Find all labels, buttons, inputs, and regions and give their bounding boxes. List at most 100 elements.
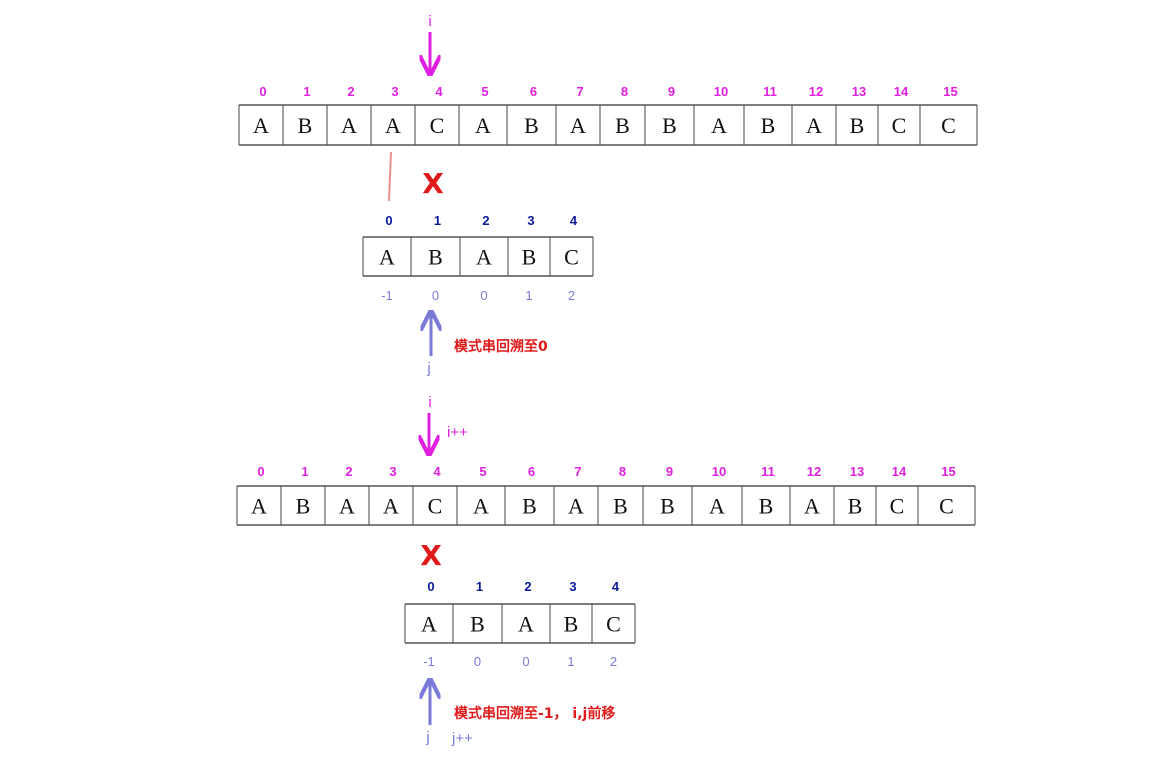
next-value: -1: [423, 654, 435, 669]
next-value: 0: [522, 654, 529, 669]
index-label: 14: [894, 84, 909, 99]
index-label: 3: [527, 213, 534, 228]
char-cell: B: [296, 494, 311, 519]
index-label: 8: [619, 464, 626, 479]
index-label: 9: [668, 84, 675, 99]
char-cell: C: [430, 113, 445, 138]
next-value: 1: [567, 654, 574, 669]
char-cell: A: [711, 113, 727, 138]
index-label: 0: [259, 84, 266, 99]
index-label: 10: [714, 84, 728, 99]
index-label: 3: [391, 84, 398, 99]
char-cell: A: [473, 494, 489, 519]
next-value: 0: [480, 288, 487, 303]
char-cell: B: [662, 113, 677, 138]
alignment-line: [388, 151, 392, 202]
index-label: 8: [621, 84, 628, 99]
i-label: i: [428, 13, 431, 30]
step-note: 模式串回溯至0: [454, 338, 548, 355]
next-value: 1: [525, 288, 532, 303]
char-cell: B: [660, 494, 675, 519]
index-label: 1: [303, 84, 310, 99]
index-label: 7: [574, 464, 581, 479]
index-label: 0: [427, 579, 434, 594]
index-label: 15: [943, 84, 957, 99]
char-cell: B: [848, 494, 863, 519]
i-label: i: [428, 394, 431, 411]
char-cell: B: [613, 494, 628, 519]
char-cell: B: [428, 245, 443, 270]
char-cell: A: [341, 113, 357, 138]
index-label: 1: [434, 213, 441, 228]
char-cell: B: [850, 113, 865, 138]
char-cell: B: [761, 113, 776, 138]
char-cell: B: [524, 113, 539, 138]
mismatch-icon: X: [422, 167, 444, 200]
step2: i i++ A0B1A2A3C4A5B6A7B8B9A10B11A12B13C1…: [236, 394, 976, 747]
index-label: 3: [569, 579, 576, 594]
index-label: 13: [850, 464, 864, 479]
char-cell: A: [806, 113, 822, 138]
char-cell: A: [421, 612, 437, 637]
index-label: 4: [435, 84, 443, 99]
index-label: 6: [528, 464, 535, 479]
index-label: 13: [852, 84, 866, 99]
char-cell: B: [470, 612, 485, 637]
index-label: 3: [389, 464, 396, 479]
index-label: 7: [576, 84, 583, 99]
char-cell: A: [709, 494, 725, 519]
char-cell: A: [804, 494, 820, 519]
char-cell: A: [385, 113, 401, 138]
index-label: 5: [479, 464, 486, 479]
step1: i A0B1A2A3C4A5B6A7B8B9A10B11A12B13C14C15…: [238, 13, 978, 377]
index-label: 5: [481, 84, 488, 99]
char-cell: C: [564, 245, 579, 270]
index-label: 2: [482, 213, 489, 228]
mismatch-icon: X: [420, 539, 442, 572]
index-label: 12: [807, 464, 821, 479]
char-cell: C: [890, 494, 905, 519]
char-cell: B: [615, 113, 630, 138]
index-label: 11: [761, 464, 775, 479]
index-label: 0: [385, 213, 392, 228]
next-value: -1: [381, 288, 393, 303]
char-cell: C: [939, 494, 954, 519]
index-label: 10: [712, 464, 726, 479]
char-cell: B: [564, 612, 579, 637]
index-label: 9: [666, 464, 673, 479]
char-cell: A: [383, 494, 399, 519]
char-cell: A: [570, 113, 586, 138]
index-label: 1: [301, 464, 308, 479]
char-cell: A: [379, 245, 395, 270]
char-cell: A: [518, 612, 534, 637]
index-label: 2: [345, 464, 352, 479]
char-cell: C: [606, 612, 621, 637]
char-cell: A: [251, 494, 267, 519]
char-cell: A: [339, 494, 355, 519]
index-label: 4: [570, 213, 578, 228]
char-cell: B: [522, 494, 537, 519]
index-label: 14: [892, 464, 907, 479]
char-cell: A: [253, 113, 269, 138]
index-label: 4: [433, 464, 441, 479]
index-label: 2: [347, 84, 354, 99]
char-cell: A: [475, 113, 491, 138]
step-note: 模式串回溯至-1， i,j前移: [454, 705, 615, 722]
index-label: 15: [941, 464, 955, 479]
char-cell: A: [476, 245, 492, 270]
char-cell: C: [428, 494, 443, 519]
index-label: 11: [763, 84, 777, 99]
index-label: 2: [524, 579, 531, 594]
char-cell: B: [522, 245, 537, 270]
j-label: j: [425, 729, 429, 746]
next-value: 0: [432, 288, 439, 303]
index-label: 6: [530, 84, 537, 99]
char-cell: B: [759, 494, 774, 519]
i-increment-label: i++: [447, 424, 468, 441]
index-label: 1: [476, 579, 483, 594]
char-cell: B: [298, 113, 313, 138]
char-cell: A: [568, 494, 584, 519]
